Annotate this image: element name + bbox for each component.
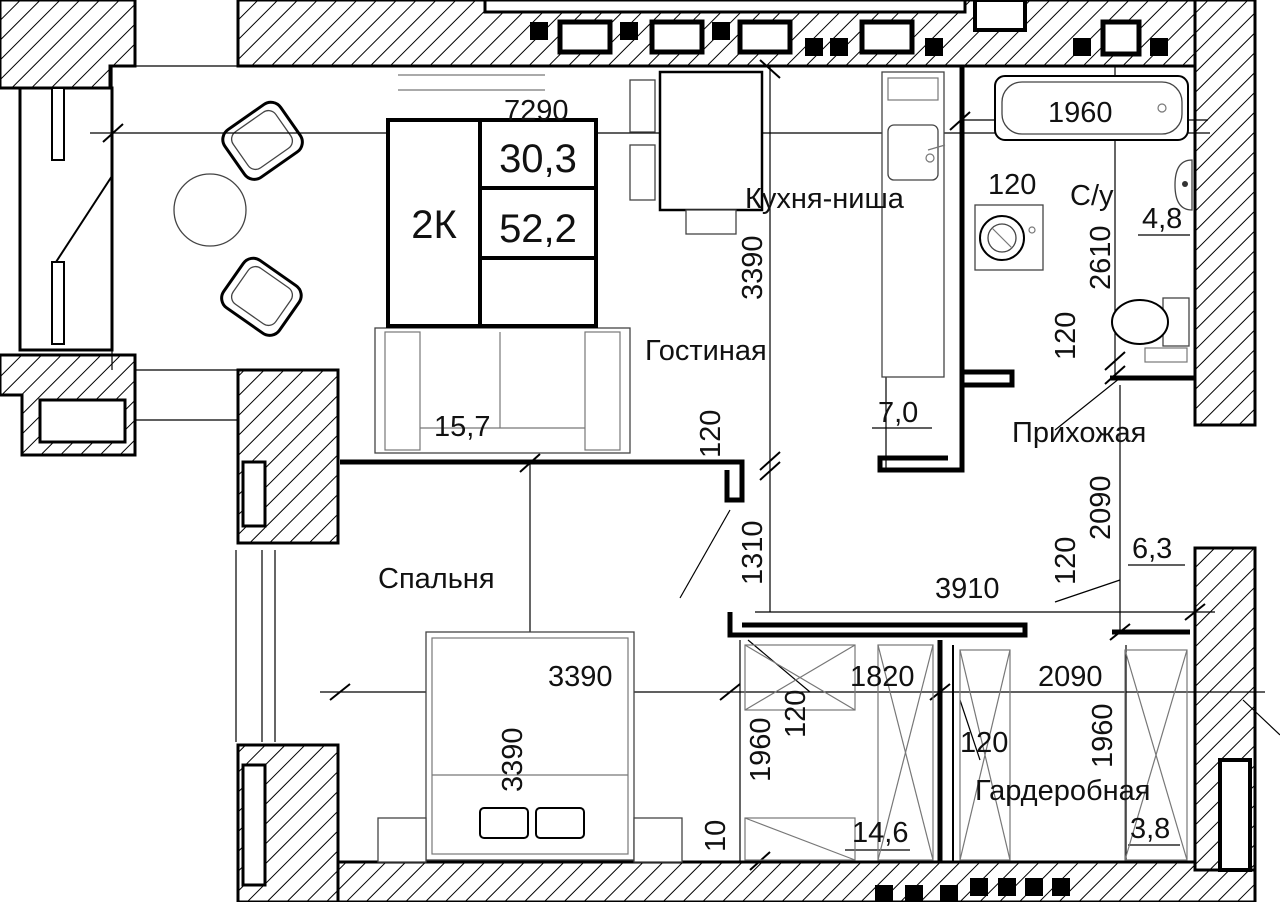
dim-hall-width: 3910 [935, 573, 1000, 605]
apartment-badge: 2К 30,3 52,2 [386, 118, 598, 328]
dim-hall-depth: 2090 [1085, 475, 1117, 540]
badge-living-area: 30,3 [499, 137, 577, 181]
kitchen-counter-icon [881, 71, 946, 378]
badge-total-area: 52,2 [499, 207, 577, 251]
badge-rooms: 2К [411, 203, 457, 247]
dim-corridor-width: 1820 [850, 661, 915, 693]
dim-wall-wardrobe: 120 [960, 727, 1008, 759]
wall-inserts [38, 398, 1252, 887]
dimension-labels: 7290 3390 1960 2610 120 120 120 1310 391… [497, 95, 1119, 852]
sink-icon [1174, 159, 1193, 211]
dim-opening-living: 1310 [737, 520, 769, 585]
sofa-icon [374, 327, 631, 454]
dim-corridor-depth: 1960 [745, 717, 777, 782]
toilet-icon [1111, 297, 1190, 363]
dim-bath-length: 2610 [1085, 225, 1117, 290]
room-bath-area: 4,8 [1142, 203, 1182, 235]
dim-bedroom-depth: 3390 [497, 727, 529, 792]
window-lines [235, 74, 545, 742]
room-labels: Кухня-ниша 7,0 Гостиная 15,7 С/у 4,8 При… [378, 180, 1182, 849]
room-bedroom-label: Спальня [378, 563, 495, 595]
room-bath-label: С/у [1070, 180, 1114, 212]
dim-wardrobe-width: 2090 [1038, 661, 1103, 693]
double-bed-icon [377, 631, 683, 863]
room-kitchen-area: 7,0 [878, 397, 918, 429]
bathtub-icon [994, 75, 1189, 141]
wall-top-left [0, 0, 137, 90]
dim-bedroom-width: 3390 [548, 661, 613, 693]
dim-living-depth: 3390 [737, 235, 769, 300]
wardrobe-icon [744, 644, 1188, 861]
dim-wall-bath: 120 [988, 169, 1036, 201]
wall-bottom [336, 860, 1257, 902]
room-bedroom-area: 14,6 [852, 817, 908, 849]
dim-living-width: 7290 [504, 95, 569, 127]
washing-machine-icon [974, 204, 1044, 271]
room-kitchen-label: Кухня-ниша [745, 183, 905, 215]
window-studs-top [483, 0, 1168, 57]
dim-partial-bottom: 10 [700, 820, 732, 852]
window-studs-bottom [875, 878, 1070, 902]
dining-table-icon [629, 70, 764, 235]
wall-right [1193, 0, 1257, 427]
dim-wall-bath-2: 120 [1050, 312, 1082, 360]
dim-wardrobe-depth: 1960 [1087, 703, 1119, 768]
dim-wall-hall: 120 [1050, 537, 1082, 585]
dim-wall-corridor: 120 [780, 690, 812, 738]
dim-wall-living: 120 [695, 410, 727, 458]
room-wardrobe-label: Гардеробная [975, 775, 1150, 807]
balcony [18, 65, 304, 421]
room-wardrobe-area: 3,8 [1130, 813, 1170, 845]
room-hall-area: 6,3 [1132, 533, 1172, 565]
partitions [340, 66, 1195, 863]
room-living-label: Гостиная [645, 335, 767, 367]
dim-bath-width: 1960 [1048, 97, 1113, 129]
room-hall-label: Прихожая [1012, 417, 1146, 449]
furniture [374, 70, 1193, 863]
room-living-area: 15,7 [434, 411, 490, 443]
